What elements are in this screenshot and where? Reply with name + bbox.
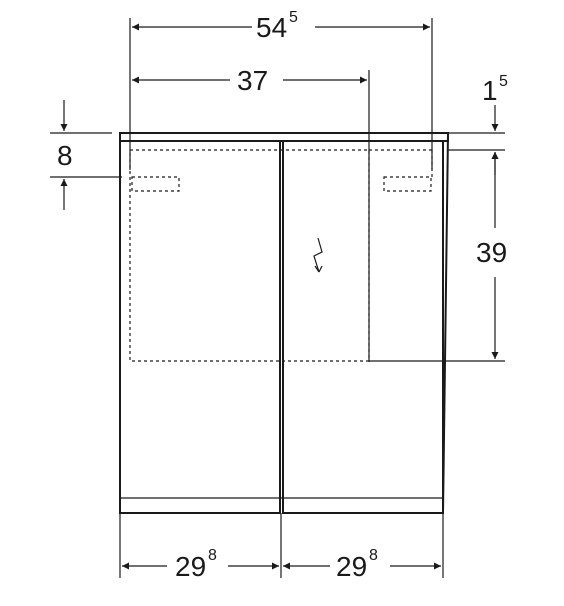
dimension-label-main: 29 [336, 551, 367, 582]
dimension-label-main: 1 [482, 75, 498, 106]
cabinet-side-edge [442, 132, 449, 514]
dimension-label-sup: 8 [369, 547, 378, 564]
dimension-label-sup: 8 [208, 547, 217, 564]
dimension-top-offset: 1 5 [448, 73, 508, 175]
dimension-total-width: 54 5 [129, 9, 433, 170]
dimension-shelf-height: 39 [369, 152, 507, 362]
cabinet [119, 132, 449, 514]
dimension-label-main: 39 [476, 237, 507, 268]
dimension-label-main: 54 [256, 12, 287, 43]
dimension-door-left-width: 29 8 [119, 513, 282, 582]
door-left [119, 140, 281, 514]
handle-right [383, 176, 432, 192]
dimension-label-main: 8 [57, 140, 73, 171]
dimension-label-sup: 5 [499, 73, 508, 90]
handle-left [131, 176, 180, 192]
dimension-label-sup: 5 [289, 9, 298, 26]
dimension-label-main: 29 [175, 551, 206, 582]
dimension-label-main: 37 [237, 65, 268, 96]
electric-outlet-icon [313, 237, 323, 273]
dimension-shelf-width: 37 [132, 65, 370, 362]
dimension-door-right-width: 29 8 [283, 513, 444, 582]
cabinet-top-panel [119, 132, 449, 142]
dimension-handle-drop: 8 [50, 100, 122, 210]
door-right [282, 140, 444, 514]
inner-shelf-outline [129, 149, 370, 362]
